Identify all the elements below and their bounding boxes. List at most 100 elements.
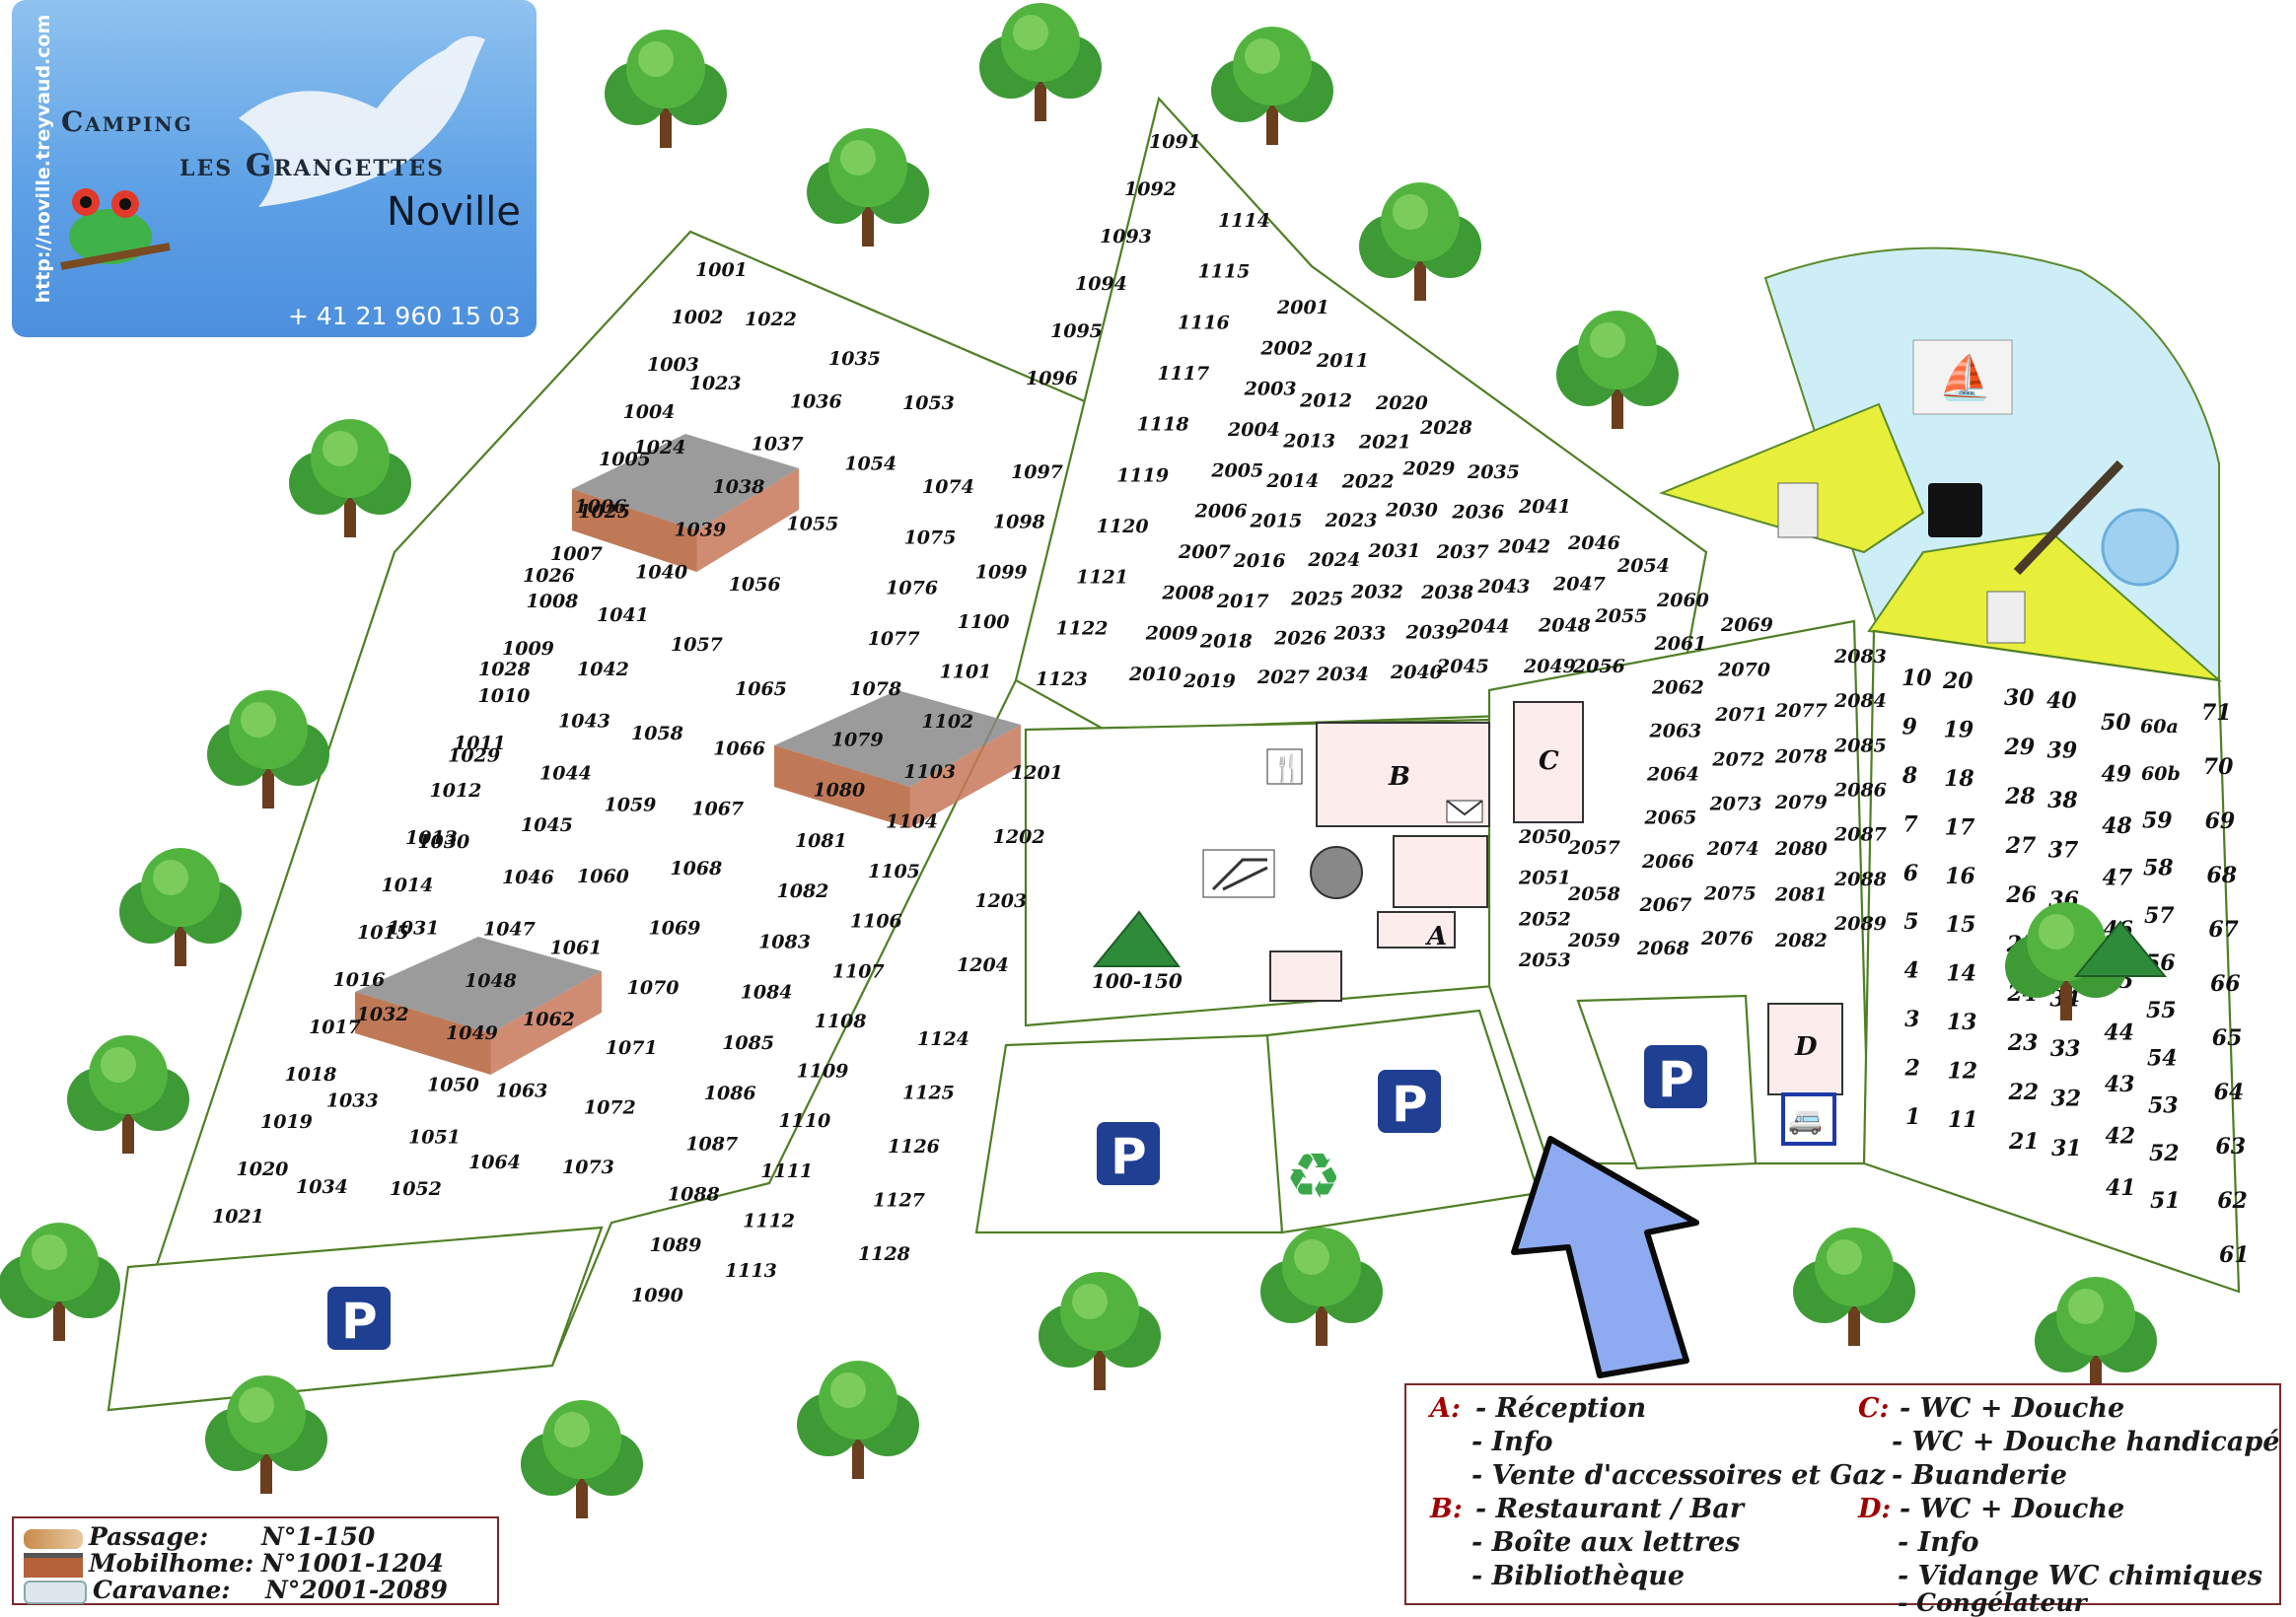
plot-number: 1088 [668,1184,720,1206]
plot-number: 1033 [326,1090,379,1112]
plot-number: 1118 [1137,414,1189,436]
parking-sign-west: P [327,1287,391,1350]
plot-number: 2062 [1651,676,1704,698]
plot-number: 1011 [454,733,506,754]
plot-number: 2064 [1646,764,1699,786]
plot-number: 2058 [1567,883,1620,905]
plot-number: 5 [1903,909,1918,935]
plot-number: 1085 [722,1032,774,1054]
restaurant-icon [1266,748,1303,785]
plot-number: 4 [1904,958,1919,984]
plot-number: 1117 [1157,363,1209,385]
plot-number: 2053 [1518,949,1571,971]
plot-number: 1060 [577,866,629,887]
building-d [1767,1003,1843,1095]
plot-number: 2082 [1774,930,1828,951]
plot-number: 1202 [993,826,1045,848]
plot-number: 40 [2046,688,2077,714]
plot-number: 2023 [1325,510,1378,531]
plot-number: 1012 [430,780,482,802]
plot-number: 1105 [868,861,920,882]
plot-number: 33 [2050,1036,2081,1062]
plot-number: 28 [2004,784,2036,809]
tree-icon [1260,1228,1383,1346]
plot-number: 2067 [1639,894,1692,916]
plot-number: 2021 [1358,432,1411,454]
plot-number: 2038 [1420,582,1473,603]
plot-number: 2034 [1316,664,1369,685]
plot-number: 38 [2047,788,2078,813]
plot-number: 1094 [1075,273,1127,295]
plot-number: 2032 [1350,582,1403,603]
plot-number: 2087 [1833,824,1887,846]
plot-number: 39 [2047,738,2078,763]
facility-label-b: B [1388,762,1410,792]
plot-number: 1075 [904,527,957,548]
plot-number: 21 [2008,1129,2040,1155]
plot-number: 1053 [902,392,955,414]
mobilhome-icon [24,1553,83,1578]
plot-number: 1015 [357,922,409,944]
plot-number: 2049 [1523,656,1576,677]
plot-number: 1079 [831,729,884,750]
plot-number: 1069 [649,918,701,940]
plot-number: 2079 [1774,792,1828,813]
plot-number: 15 [1946,912,1976,938]
plot-number: 3 [1904,1007,1919,1032]
legend-row-passage: Passage:N°1-150 [24,1522,375,1551]
tree-icon [797,1361,919,1479]
plot-number: 2055 [1595,605,1648,627]
plot-number: 62 [2217,1188,2248,1214]
plot-number: 1045 [521,814,573,836]
plot-number: 1065 [735,678,787,700]
shower-icon [1777,482,1819,538]
plot-number: 2016 [1233,550,1286,572]
parking-sign-center: P [1097,1122,1160,1185]
plot-number: 2084 [1833,690,1887,712]
plot-number: 2007 [1178,541,1231,563]
mobilhome-illustration [355,937,602,1075]
plot-number: 2081 [1774,883,1828,905]
plot-number: 10 [1901,666,1932,691]
plot-number: 2040 [1390,662,1443,683]
plot-number: 1100 [958,611,1010,633]
phone-number: + 41 21 960 15 03 [288,302,521,330]
key-a-letter: A: [1430,1393,1461,1424]
plot-number: 2037 [1436,541,1489,563]
plot-number: 2036 [1451,502,1504,524]
plot-number: 2061 [1654,633,1707,655]
plot-number: 1042 [577,659,629,680]
svg-text:P: P [1658,1051,1694,1108]
plot-number: 1077 [868,628,920,650]
plot-number: 1036 [790,390,842,412]
plot-number: 1084 [741,982,793,1004]
plot-number: 2017 [1216,591,1269,612]
key-b-item: - Restaurant / Bar [1475,1494,1745,1524]
boat-launch-icon [1928,483,1982,537]
plot-number: 1006 [575,496,627,518]
lake-area [1763,246,2220,680]
key-a-item: - Réception [1475,1393,1647,1424]
plot-number: 1058 [631,723,683,744]
title-line-1: Camping [61,105,193,138]
plot-number: 1102 [921,711,973,733]
building-a-upper [1393,835,1488,908]
plot-number: 1007 [550,543,603,565]
plot-number: 1044 [539,762,592,784]
legend-row-mobilhome: Mobilhome:N°1001-1204 [24,1549,444,1578]
sailboat-icon [1912,339,2013,415]
plot-number: 1026 [523,565,575,587]
plot-number: 53 [2148,1093,2179,1119]
key-c-letter: C: [1858,1393,1890,1424]
plot-number: 2024 [1307,549,1360,571]
plot-number: 2015 [1250,511,1303,532]
plot-number: 26 [2005,882,2037,908]
plot-number: 19 [1944,717,1974,742]
shower-icon-2 [1986,591,2026,644]
plot-number: 2052 [1518,908,1571,930]
key-d-item: - WC + Douche [1900,1494,2125,1524]
plot-number: 1023 [689,373,742,394]
building-c [1513,701,1584,823]
plot-number: 1043 [558,711,610,733]
plot-number: 1092 [1124,178,1177,200]
